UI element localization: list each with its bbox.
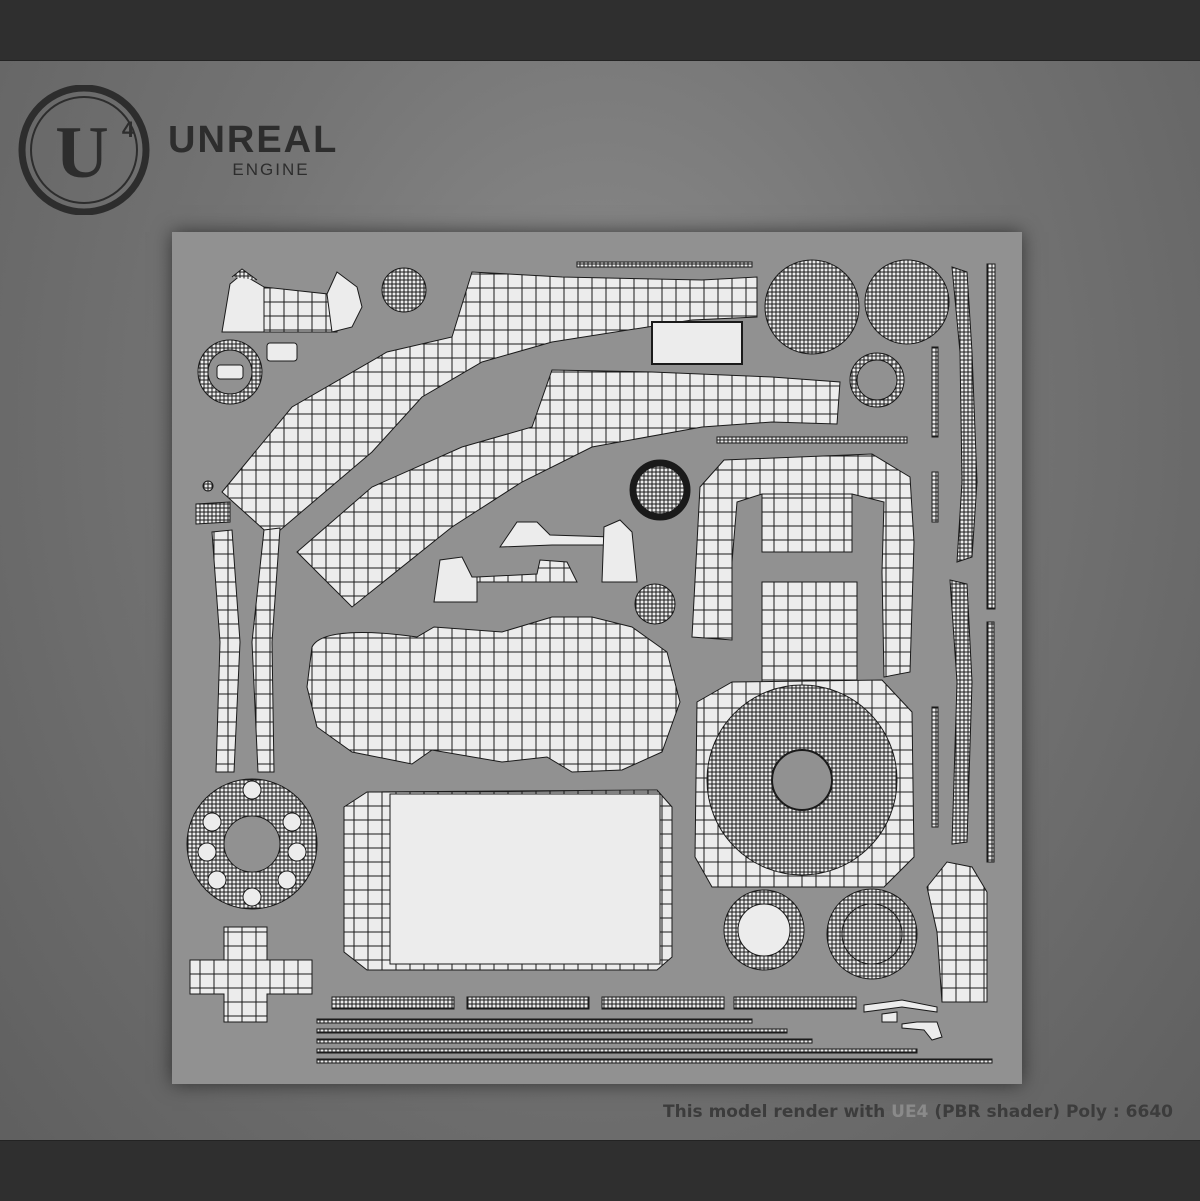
uv-island-tiny-piece-3 (901, 1021, 943, 1041)
uv-island-thin-strip-mid (716, 436, 908, 444)
uv-island-bottom-line-5 (316, 1058, 993, 1064)
uv-island-frame-rect (651, 321, 743, 365)
uv-island-vertical-strip-1 (951, 266, 978, 563)
uv-island-bottom-line-4 (316, 1048, 918, 1054)
logo-badge-mark: U (55, 112, 108, 194)
uv-islands (186, 259, 996, 1064)
uv-island-cross (189, 926, 313, 1023)
uv-island-cap-left (221, 268, 265, 333)
uv-island-tiny-disc (202, 480, 214, 492)
uv-island-vertical-strip-7 (931, 706, 939, 828)
uv-island-arch (691, 453, 915, 678)
uv-island-vertical-strip-6 (986, 621, 995, 863)
uv-island-tri-1 (433, 556, 478, 603)
caption-poly-count: 6640 (1125, 1102, 1173, 1122)
caption-middle: (PBR shader) Poly : (934, 1102, 1120, 1122)
uv-island-radial-disc-1 (764, 259, 860, 355)
uv-island-vertical-strip-3 (931, 346, 939, 438)
uv-island-small-disc (634, 583, 676, 625)
uv-island-tiny-strip (195, 501, 231, 525)
uv-island-bottom-line-2 (316, 1028, 788, 1034)
uv-island-vertical-strip-5 (949, 579, 973, 845)
uv-island-bottom-strip-3 (601, 996, 725, 1010)
uv-island-tri-3 (601, 519, 638, 583)
uv-island-bottom-strip-4 (733, 996, 857, 1010)
uv-island-cap-strip (263, 271, 363, 333)
uv-island-vertical-strip-4 (931, 471, 939, 523)
uv-island-bottom-line-3 (316, 1038, 813, 1044)
uv-island-radial-disc-2 (864, 259, 950, 345)
bottom-frame-bar (0, 1140, 1200, 1201)
uv-island-leg-strip-1 (211, 529, 241, 773)
uv-island-tiny-piece-1 (863, 999, 938, 1013)
uv-island-curved-strip-2 (296, 369, 841, 608)
top-frame-bar (0, 0, 1200, 61)
uv-island-small-rect-2 (266, 342, 298, 362)
uv-island-neck (761, 581, 858, 683)
uv-island-leg-strip-2 (251, 527, 281, 773)
logo-badge-version: 4 (122, 117, 135, 142)
unreal-engine-logo: U 4 (18, 84, 398, 216)
caption-highlight: UE4 (891, 1102, 929, 1122)
logo-wordmark: UNREAL ENGINE (168, 120, 374, 180)
uv-island-tri-2 (499, 521, 613, 548)
uv-island-bottom-line-1 (316, 1018, 753, 1024)
uv-island-curved-strip-1 (221, 271, 758, 538)
uv-island-bottom-strip-1 (331, 996, 455, 1010)
uv-island-belly (306, 616, 681, 773)
uv-island-arch-tab (761, 493, 853, 553)
uv-island-disc-top (381, 267, 427, 313)
logo-subtitle: ENGINE (232, 160, 310, 179)
render-caption: This model render with UE4 (PBR shader) … (663, 1102, 1173, 1122)
uv-island-small-rect (216, 364, 244, 380)
logo-title: UNREAL (168, 119, 339, 161)
caption-prefix: This model render with (663, 1102, 886, 1122)
uv-island-thin-strip-top (576, 261, 753, 268)
unreal-engine-logo-icon: U 4 (18, 84, 150, 216)
uv-island-bottom-strip-2 (466, 996, 590, 1010)
uv-island-boot (926, 861, 988, 1003)
uv-island-tiny-piece-2 (881, 1011, 898, 1023)
uv-island-vertical-strip-2 (986, 263, 996, 610)
uv-layout-sheet (172, 232, 1022, 1084)
uv-island-tri-strip (476, 559, 578, 583)
